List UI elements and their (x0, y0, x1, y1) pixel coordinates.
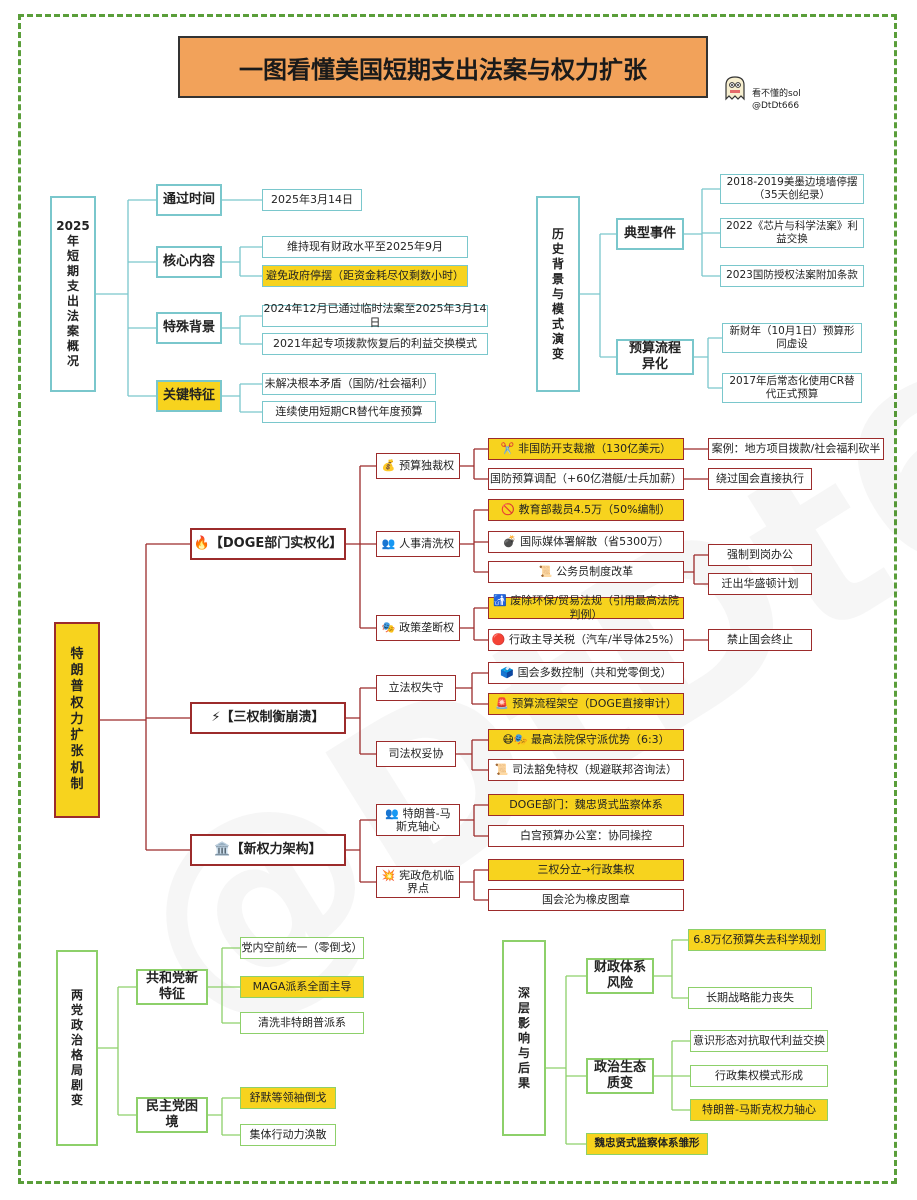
personnel-power-node: 👥 人事清洗权 (376, 531, 460, 557)
political-item-2: 行政集权模式形成 (690, 1065, 828, 1087)
key-features-node: 关键特征 (156, 380, 222, 412)
gop-item-1: 党内空前统一（零倒戈） (240, 937, 364, 959)
legislative-node: 立法权失守 (376, 675, 456, 701)
budget-cut-item: ✂️ 非国防开支裁撤（130亿美元） (488, 438, 684, 460)
special-background-node: 特殊背景 (156, 312, 222, 344)
checks-balance-node: ⚡【三权制衡崩溃】 (190, 702, 346, 734)
event-item-1: 2018-2019美墨边境墙停摆 （35天创纪录） (720, 174, 864, 204)
constitutional-crisis-node: 💥 宪政危机临 界点 (376, 866, 460, 898)
trump-musk-axis-node: 👥 特朗普-马 斯克轴心 (376, 804, 460, 836)
budget-power-node: 💰 预算独裁权 (376, 453, 460, 479)
fiscal-risk-node: 财政体系 风险 (586, 958, 654, 994)
education-layoff-item: 🚫 教育部裁员4.5万（50%编制） (488, 499, 684, 521)
political-item-3: 特朗普-马斯克权力轴心 (690, 1099, 828, 1121)
surveillance-system-item: 魏忠贤式监察体系雏形 (586, 1133, 708, 1155)
ghost-avatar-icon (725, 76, 745, 101)
civil-service-item: 📜 公务员制度改革 (488, 561, 684, 583)
author-id-line: @DtDt666 (752, 101, 800, 111)
dem-node: 民主党困 境 (136, 1097, 208, 1133)
process-item-2: 2017年后常态化使用CR替 代正式预算 (722, 373, 862, 403)
doge-node: 🔥【DOGE部门实权化】 (190, 528, 346, 560)
fiscal-item-2: 长期战略能力丧失 (688, 987, 812, 1009)
special-background-item-2: 2021年起专项拨款恢复后的利益交换模式 (262, 333, 488, 355)
judicial-immunity-item: 📜 司法豁免特权（规避联邦咨询法） (488, 759, 684, 781)
supreme-court-item: 😷🎭 最高法院保守派优势（6:3） (488, 729, 684, 751)
civil-service-sub-2: 迁出华盛顿计划 (708, 573, 812, 595)
media-agency-item: 💣 国际媒体署解散（省5300万） (488, 531, 684, 553)
page-title: 一图看懂美国短期支出法案与权力扩张 (178, 36, 708, 98)
regulation-repeal-item: 🚮 废除环保/贸易法规（引用最高法院判例） (488, 594, 684, 621)
doge-supervision-item: DOGE部门：魏忠贤式监察体系 (488, 794, 684, 816)
gop-node: 共和党新 特征 (136, 969, 208, 1005)
power-root: 特 朗 普 权 力 扩 张 机 制 (54, 622, 100, 818)
impact-root: 深 层 影 响 与 后 果 (502, 940, 546, 1136)
fiscal-item-1: 6.8万亿预算失去科学规划 (688, 929, 826, 951)
process-item-1: 新财年（10月1日）预算形 同虚设 (722, 323, 862, 353)
special-background-item-1: 2024年12月已通过临时法案至2025年3月14日 (262, 301, 488, 329)
gop-item-2: MAGA派系全面主导 (240, 976, 364, 998)
event-item-3: 2023国防授权法案附加条款 (720, 265, 864, 287)
judicial-node: 司法权妥协 (376, 741, 456, 767)
core-content-item-2: 避免政府停摆（距资金耗尽仅剩数小时） (262, 265, 468, 287)
political-item-1: 意识形态对抗取代利益交换 (690, 1030, 828, 1052)
budget-cut-case: 案例：地方项目拨款/社会福利砍半 (708, 438, 884, 460)
budget-process-node: 预算流程 异化 (616, 339, 694, 375)
gop-item-3: 清洗非特朗普派系 (240, 1012, 364, 1034)
political-change-node: 政治生态 质变 (586, 1058, 654, 1094)
passed-time-item: 2025年3月14日 (262, 189, 362, 211)
dem-item-1: 舒默等领袖倒戈 (240, 1087, 336, 1109)
page-frame (18, 14, 897, 1184)
key-features-item-2: 连续使用短期CR替代年度预算 (262, 401, 436, 423)
defense-realloc-item: 国防预算调配（+60亿潜艇/士兵加薪） (488, 468, 684, 490)
budget-process-bypass-item: 🚨 预算流程架空（DOGE直接审计） (488, 693, 684, 715)
new-power-node: 🏛️【新权力架构】 (190, 834, 346, 866)
passed-time-node: 通过时间 (156, 184, 222, 216)
event-item-2: 2022《芯片与科学法案》利 益交换 (720, 218, 864, 248)
author-handle: 看不懂的sol @DtDt666 (752, 88, 801, 112)
author-name-line: 看不懂的sol (752, 89, 801, 99)
tariff-item: 🔴 行政主导关税（汽车/半导体25%） (488, 629, 684, 651)
civil-service-sub-1: 强制到岗办公 (708, 544, 812, 566)
core-content-node: 核心内容 (156, 246, 222, 278)
executive-centralization-item: 三权分立→行政集权 (488, 859, 684, 881)
policy-power-node: 🎭 政策垄断权 (376, 615, 460, 641)
typical-events-node: 典型事件 (616, 218, 684, 250)
core-content-item-1: 维持现有财政水平至2025年9月 (262, 236, 468, 258)
rubber-stamp-item: 国会沦为橡皮图章 (488, 889, 684, 911)
dem-item-2: 集体行动力涣散 (240, 1124, 336, 1146)
key-features-item-1: 未解决根本矛盾（国防/社会福利） (262, 373, 436, 395)
congress-control-item: 🗳️ 国会多数控制（共和党零倒戈） (488, 662, 684, 684)
parties-root: 两 党 政 治 格 局 剧 变 (56, 950, 98, 1146)
history-root: 历 史 背 景 与 模 式 演 变 (536, 196, 580, 392)
tariff-note: 禁止国会终止 (708, 629, 812, 651)
overview-root: 2025 年 短 期 支 出 法 案 概 况 (50, 196, 96, 392)
omb-item: 白宫预算办公室：协同操控 (488, 825, 684, 847)
defense-realloc-note: 绕过国会直接执行 (708, 468, 812, 490)
